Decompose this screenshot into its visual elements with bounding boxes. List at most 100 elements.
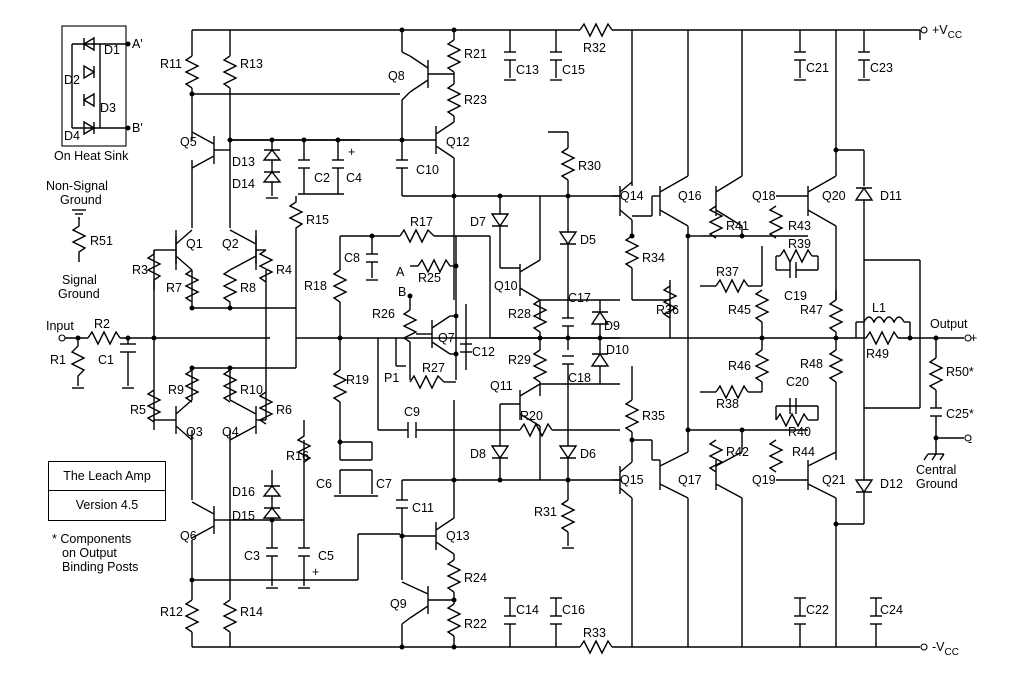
label-c15: C15 — [562, 63, 585, 77]
label-r5: R5 — [130, 403, 146, 417]
label-r28: R28 — [508, 307, 531, 321]
label-c2: C2 — [314, 171, 330, 185]
output-stage — [490, 30, 921, 647]
label-r26: R26 — [372, 307, 395, 321]
bottom-drivers — [396, 400, 620, 650]
label-r20: R20 — [520, 409, 543, 423]
label-d9: D9 — [604, 319, 620, 333]
label-node-a: A — [396, 265, 405, 279]
label-r41: R41 — [726, 219, 749, 233]
central-ground-label-1: Central — [916, 463, 956, 477]
label-d7: D7 — [470, 215, 486, 229]
label-q9: Q9 — [390, 597, 407, 611]
label-c8: C8 — [344, 251, 360, 265]
label-c5: C5 — [318, 549, 334, 563]
label-r16: R16 — [286, 449, 309, 463]
label-r2: R2 — [94, 317, 110, 331]
label-q6: Q6 — [180, 529, 197, 543]
vbe-multiplier — [395, 236, 472, 390]
label-r40: R40 — [788, 425, 811, 439]
label-r36: R36 — [656, 303, 679, 317]
positive-rail-label: +VCC — [932, 23, 962, 41]
note-block: * Components on Output Binding Posts — [52, 532, 138, 574]
label-r24: R24 — [464, 571, 487, 585]
label-r21: R21 — [464, 47, 487, 61]
label-q3: Q3 — [186, 425, 203, 439]
label-r14: R14 — [240, 605, 263, 619]
label-l1: L1 — [872, 301, 886, 315]
central-ground-label-2: Ground — [916, 477, 958, 491]
label-q21: Q21 — [822, 473, 846, 487]
label-r46: R46 — [728, 359, 751, 373]
transistor-q5 — [191, 131, 230, 169]
input-label: Input — [46, 319, 74, 333]
note-line-3: Binding Posts — [62, 560, 139, 574]
label-r29: R29 — [508, 353, 531, 367]
label-d5: D5 — [580, 233, 596, 247]
label-q14: Q14 — [620, 189, 644, 203]
label-r22: R22 — [464, 617, 487, 631]
label-d16: D16 — [232, 485, 255, 499]
output-minus: - — [968, 435, 972, 449]
label-d8: D8 — [470, 447, 486, 461]
label-r34: R34 — [642, 251, 665, 265]
label-q18: Q18 — [752, 189, 776, 203]
label-c21: C21 — [806, 61, 829, 75]
transistor-q3 — [168, 399, 193, 441]
label-r37: R37 — [716, 265, 739, 279]
negative-rail-label: -VCC — [932, 640, 959, 658]
label-d1: D1 — [104, 43, 120, 57]
label-c10: C10 — [416, 163, 439, 177]
label-q11: Q11 — [490, 379, 513, 393]
label-r8: R8 — [240, 281, 256, 295]
negative-rail — [192, 643, 928, 651]
label-r23: R23 — [464, 93, 487, 107]
zener-d13-d14-c2-c4 — [230, 137, 360, 199]
label-c17: C17 — [568, 291, 591, 305]
label-c1: C1 — [98, 353, 114, 367]
label-c20: C20 — [786, 375, 809, 389]
title-box: The Leach Amp Version 4.5 — [48, 461, 166, 521]
label-r25: R25 — [418, 271, 441, 285]
label-c18: C18 — [568, 371, 591, 385]
label-c24: C24 — [880, 603, 903, 617]
label-node-b: B — [398, 285, 406, 299]
label-q16: Q16 — [678, 189, 702, 203]
label-c9: C9 — [404, 405, 420, 419]
label-r9: R9 — [168, 383, 184, 397]
label-r6: R6 — [276, 403, 292, 417]
label-r51: R51 — [90, 234, 113, 248]
label-d10: D10 — [606, 343, 629, 357]
resistor-r15 — [288, 196, 304, 368]
label-q8: Q8 — [388, 69, 405, 83]
label-c14: C14 — [516, 603, 539, 617]
label-r17: R17 — [410, 215, 433, 229]
c5-polarity: + — [312, 565, 319, 579]
label-q13: Q13 — [446, 529, 470, 543]
label-r10: R10 — [240, 383, 263, 397]
diff-pair-wiring — [146, 30, 400, 647]
label-p1: P1 — [384, 371, 399, 385]
resistor-r32 — [579, 22, 613, 38]
label-r19: R19 — [346, 373, 369, 387]
label-r44: R44 — [792, 445, 815, 459]
label-c16: C16 — [562, 603, 585, 617]
transistor-q4 — [229, 399, 266, 441]
title-text: The Leach Amp — [49, 462, 165, 491]
label-c3: C3 — [244, 549, 260, 563]
label-r7: R7 — [166, 281, 182, 295]
label-r42: R42 — [726, 445, 749, 459]
label-q20: Q20 — [822, 189, 846, 203]
label-r31: R31 — [534, 505, 557, 519]
label-c4: C4 — [346, 171, 362, 185]
label-r15: R15 — [306, 213, 329, 227]
label-c25: C25* — [946, 407, 974, 421]
label-d13: D13 — [232, 155, 255, 169]
heat-sink-caption: On Heat Sink — [54, 149, 129, 163]
label-r1: R1 — [50, 353, 66, 367]
output-plus: + — [970, 331, 977, 345]
output-label: Output — [930, 317, 968, 331]
label-d3: D3 — [100, 101, 116, 115]
label-r38: R38 — [716, 397, 739, 411]
